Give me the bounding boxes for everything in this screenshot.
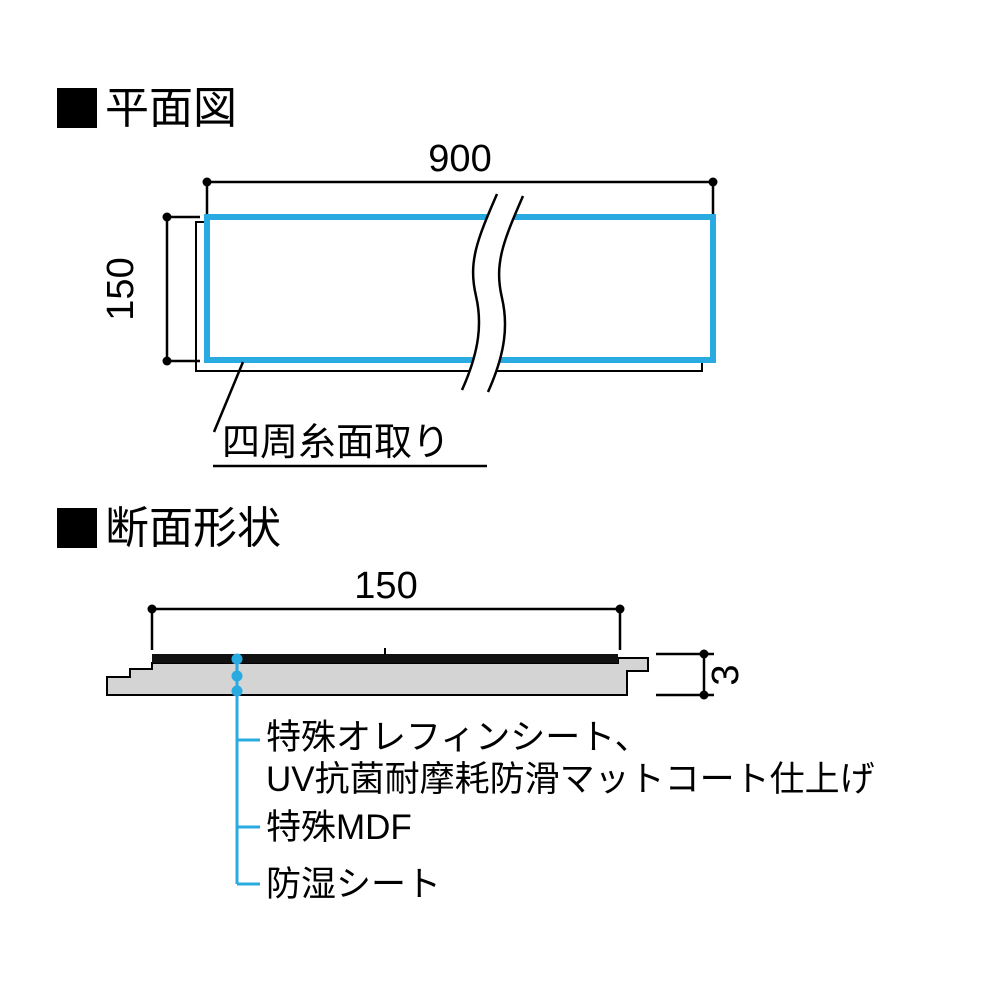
- cs-width-dim-dot-right: [615, 604, 625, 614]
- plan-width-dim-line: [205, 180, 715, 214]
- plan-width-dim-label: 900: [428, 138, 491, 180]
- panel-body-mdf: [106, 657, 649, 696]
- cs-width-dim-label: 150: [354, 565, 417, 607]
- cs-width-dim-dot-left: [147, 604, 157, 614]
- cs-width-dim-line: [150, 607, 622, 650]
- plan-height-dim-label: 150: [100, 257, 142, 320]
- cs-thickness-dim-label: 3: [705, 664, 747, 685]
- plan-view-section: 平面図 900 150 四周糸面取り: [57, 84, 718, 468]
- panel-surface-sheet: [152, 654, 618, 663]
- plan-view-title: 平面図: [105, 84, 237, 133]
- cross-section-marker-square: [57, 508, 97, 548]
- layer-label-core: 特殊MDF: [266, 808, 412, 847]
- plan-break-line-left: [460, 193, 499, 391]
- plan-height-dim-line: [165, 215, 200, 363]
- plan-break-line-right: [486, 195, 525, 393]
- layer-dot-bottom: [231, 685, 243, 697]
- layer-label-surface-line2: UV抗菌耐摩耗防滑マットコート仕上げ: [266, 760, 875, 799]
- plan-height-dim-dot-bottom: [162, 356, 172, 366]
- layer-dot-core: [231, 670, 243, 682]
- plan-width-dim-dot-right: [708, 177, 718, 187]
- plan-break-mask: [462, 194, 523, 392]
- cs-thickness-dim-dot-top: [699, 649, 709, 659]
- plan-note-text: 四周糸面取り: [222, 422, 450, 464]
- plan-panel-edge-line: [195, 221, 703, 372]
- cs-thickness-dim-dot-bottom: [699, 690, 709, 700]
- layer-callout-lines: [235, 658, 260, 886]
- plan-width-dim-dot-left: [202, 177, 212, 187]
- cross-section-view: 断面形状 150 3 特殊オレフィンシート、 UV抗菌耐摩耗防滑マットコート: [57, 504, 875, 904]
- layer-label-bottom: 防湿シート: [266, 865, 441, 904]
- plan-height-dim-dot-top: [162, 212, 172, 222]
- plan-section-marker-square: [57, 88, 97, 128]
- plan-note-leader-line: [212, 361, 245, 433]
- layer-label-surface-line1: 特殊オレフィンシート、: [266, 718, 650, 757]
- cross-section-title: 断面形状: [105, 504, 281, 553]
- layer-dot-surface: [231, 653, 243, 665]
- plan-chamfer-rect: [204, 214, 716, 363]
